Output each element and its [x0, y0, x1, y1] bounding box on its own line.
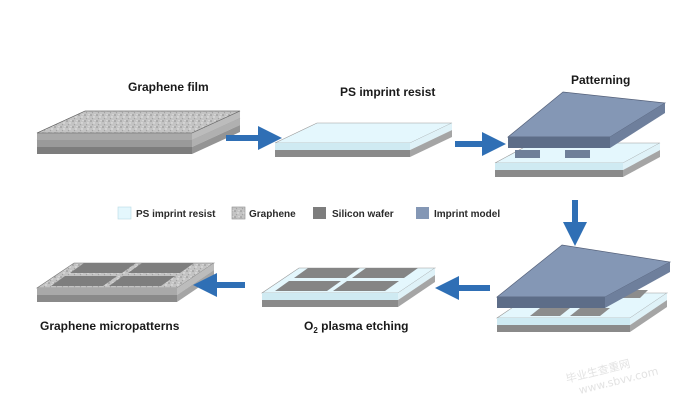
legend-label-model: Imprint model	[434, 209, 500, 220]
legend-swatch-silicon	[313, 207, 326, 219]
step4-imprinting	[496, 244, 672, 332]
step3-patterning	[494, 91, 667, 177]
label-ps-imprint-resist: PS imprint resist	[340, 85, 435, 99]
flow-arrows	[193, 126, 587, 300]
label-patterning: Patterning	[571, 73, 630, 87]
label-graphene-micropatterns: Graphene micropatterns	[40, 319, 180, 333]
watermark: 毕业生查重网 www.sbvv.com	[564, 356, 659, 397]
legend: PS imprint resist Graphene Silicon wafer…	[117, 206, 500, 220]
legend-label-ps-resist: PS imprint resist	[136, 209, 216, 220]
legend-swatch-ps-resist	[117, 206, 132, 220]
step1-graphene-film	[36, 110, 241, 154]
label-plasma-etching: O2 plasma etching	[304, 319, 409, 335]
legend-swatch-graphene	[231, 206, 246, 220]
legend-label-graphene: Graphene	[249, 209, 296, 220]
label-graphene-film: Graphene film	[128, 80, 209, 94]
step6-micropatterns	[36, 262, 215, 302]
step2-ps-resist	[274, 122, 453, 157]
legend-label-silicon: Silicon wafer	[332, 209, 394, 220]
legend-swatch-model	[416, 207, 429, 219]
step5-plasma-etching	[261, 267, 436, 307]
